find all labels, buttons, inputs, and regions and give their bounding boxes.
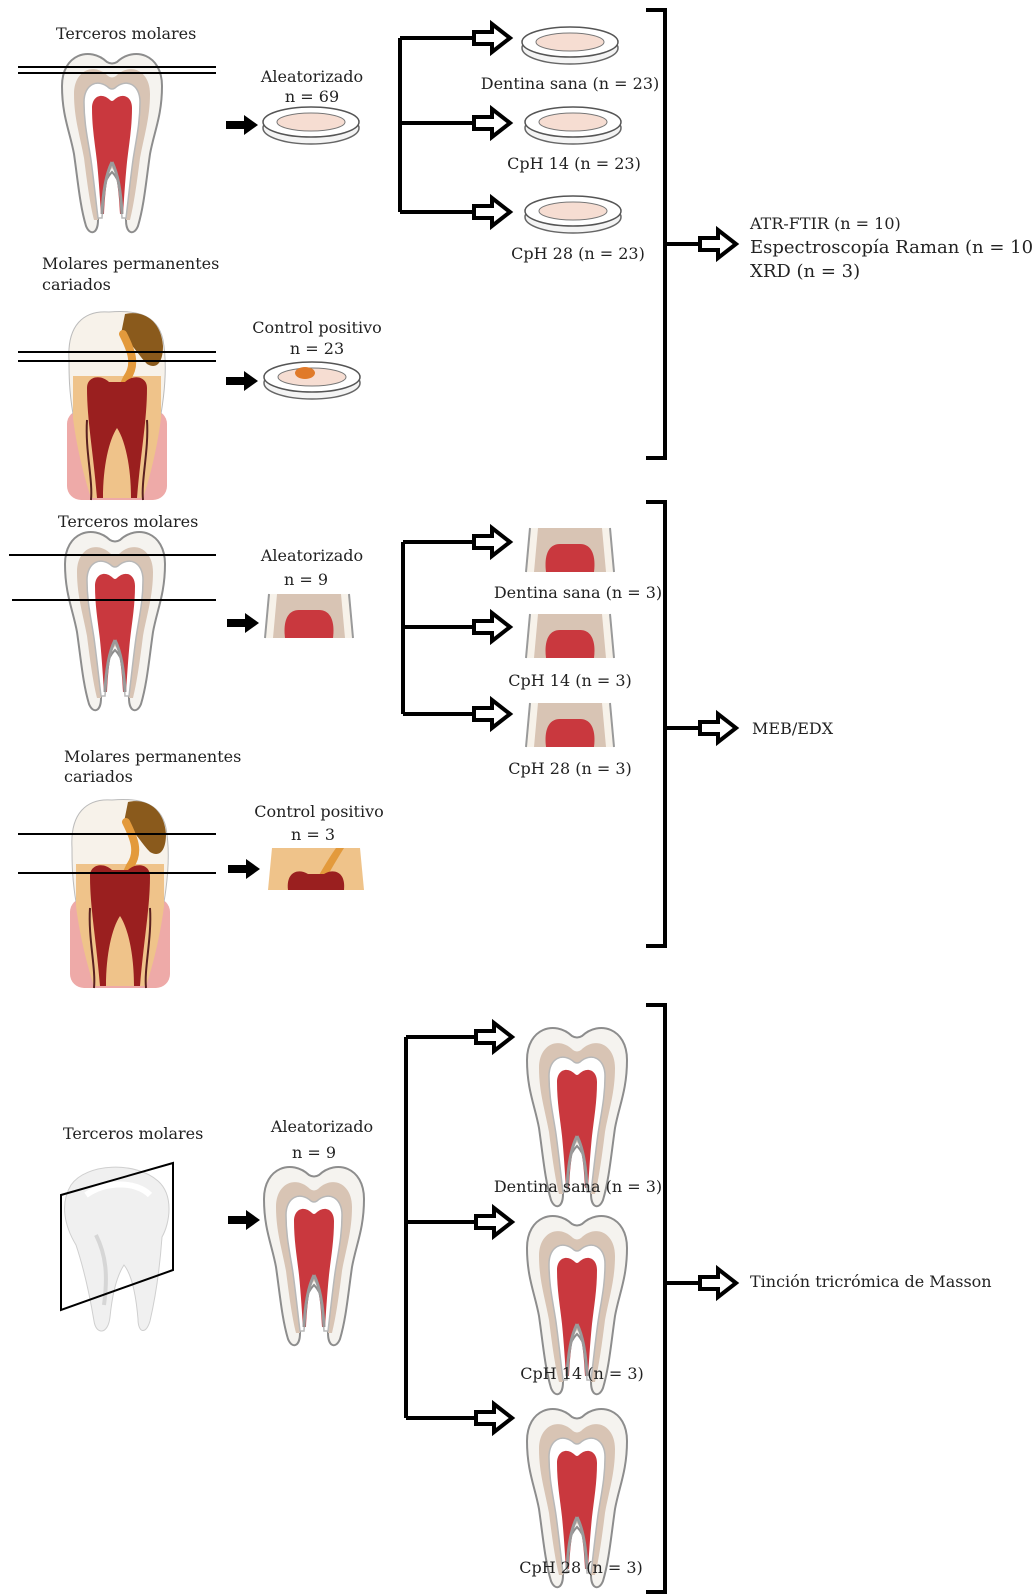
source-carious-label-line1: Molares permanentes (64, 747, 241, 767)
control-label: Control positivo (252, 318, 382, 338)
dish-icon (525, 196, 621, 233)
source-carious-label-line2: cariados (64, 767, 133, 787)
healthy-molar-icon (62, 54, 162, 232)
randomized-count: n = 69 (285, 87, 339, 107)
branch-connector (403, 542, 478, 714)
hollow-arrow-icon (474, 700, 510, 728)
analysis-label: XRD (n = 3) (750, 260, 860, 283)
crown-slice-icon (526, 528, 614, 572)
crown-slice-icon (526, 703, 614, 747)
hollow-arrow-icon (474, 24, 510, 52)
hollow-arrow-icon (476, 1208, 512, 1236)
panel-3 (61, 1005, 736, 1592)
randomized-count: n = 9 (284, 570, 328, 590)
source-healthy-label: Terceros molares (56, 24, 196, 44)
group-label: CpH 28 (n = 3) (519, 1558, 643, 1578)
group-label: Dentina sana (n = 23) (481, 74, 659, 94)
hollow-arrow-icon (700, 1269, 736, 1297)
dish-icon (525, 107, 621, 144)
positive-control-dish-icon (264, 362, 360, 399)
solid-arrow-icon (227, 613, 259, 633)
hollow-arrow-icon (476, 1023, 512, 1051)
source-healthy-label: Terceros molares (63, 1124, 203, 1144)
carious-slice-icon (268, 848, 364, 890)
group-bracket (646, 502, 665, 946)
group-label: CpH 14 (n = 23) (507, 154, 641, 174)
healthy-molar-icon (264, 1167, 364, 1345)
carious-molar-icon (67, 311, 167, 500)
group-label: CpH 28 (n = 3) (508, 759, 632, 779)
crown-slice-icon (265, 594, 353, 638)
group-label: Dentina sana (n = 3) (494, 1177, 662, 1197)
randomized-label: Aleatorizado (261, 67, 363, 87)
solid-arrow-icon (228, 1210, 260, 1230)
group-label: CpH 14 (n = 3) (508, 671, 632, 691)
analysis-label: Espectroscopía Raman (n = 10) (750, 236, 1032, 259)
branch-connector (406, 1037, 478, 1418)
group-label: Dentina sana (n = 3) (494, 583, 662, 603)
group-label: CpH 28 (n = 23) (511, 244, 645, 264)
source-carious-label-line1: Molares permanentes (42, 254, 219, 274)
randomized-label: Aleatorizado (271, 1117, 373, 1137)
branch-connector (400, 38, 478, 212)
dish-icon (263, 107, 359, 144)
group-label: CpH 14 (n = 3) (520, 1364, 644, 1384)
panel-2 (9, 502, 736, 988)
hollow-arrow-icon (700, 230, 736, 258)
crown-slice-icon (526, 614, 614, 658)
control-label: Control positivo (254, 802, 384, 822)
hollow-arrow-icon (474, 528, 510, 556)
healthy-molar-icon (65, 532, 165, 710)
analysis-label: ATR-FTIR (n = 10) (750, 214, 901, 234)
control-count: n = 3 (291, 825, 335, 845)
hollow-arrow-icon (476, 1404, 512, 1432)
control-count: n = 23 (290, 339, 344, 359)
dish-icon (522, 27, 618, 64)
randomized-label: Aleatorizado (261, 546, 363, 566)
source-healthy-label: Terceros molares (58, 512, 198, 532)
hollow-arrow-icon (474, 198, 510, 226)
hollow-arrow-icon (700, 714, 736, 742)
analysis-label: MEB/EDX (752, 719, 833, 739)
carious-molar-icon (70, 799, 170, 988)
molar-3d-icon (65, 1167, 169, 1331)
randomized-count: n = 9 (292, 1143, 336, 1163)
group-bracket (646, 1005, 665, 1592)
solid-arrow-icon (228, 859, 260, 879)
solid-arrow-icon (226, 115, 258, 135)
solid-arrow-icon (226, 371, 258, 391)
lesion-mark (295, 367, 315, 379)
hollow-arrow-icon (474, 109, 510, 137)
hollow-arrow-icon (474, 613, 510, 641)
source-carious-label-line2: cariados (42, 275, 111, 295)
analysis-label: Tinción tricrómica de Masson (750, 1272, 992, 1292)
